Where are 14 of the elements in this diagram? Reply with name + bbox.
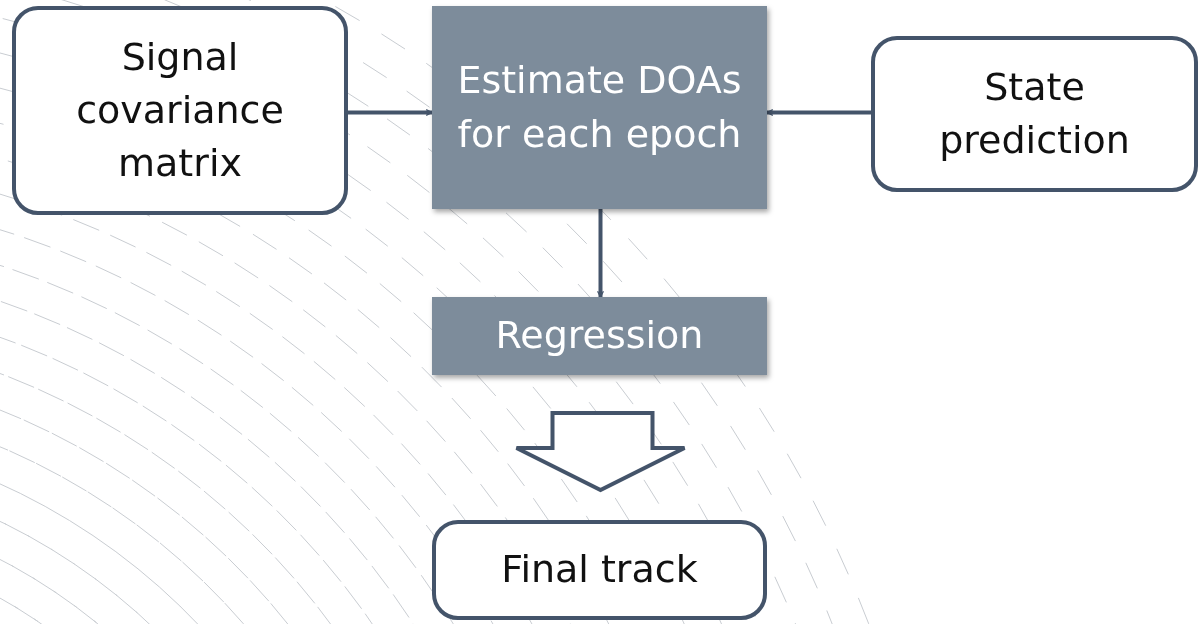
- rounded-box: [871, 36, 1198, 192]
- arrow: [596, 209, 605, 298]
- process-box: [432, 6, 767, 209]
- node-label: Signal covariance matrix: [75, 33, 285, 188]
- node-label: Estimate DOAs for each epoch: [456, 57, 743, 158]
- node-label: Regression: [494, 312, 705, 360]
- process-box: [432, 297, 767, 375]
- rounded-box: [432, 520, 767, 620]
- arrow: [766, 108, 871, 117]
- node-label: State prediction: [938, 63, 1131, 164]
- rounded-box: [12, 6, 348, 215]
- node-label: Final track: [500, 546, 699, 594]
- block-arrow: [514, 411, 687, 493]
- arrow: [348, 108, 433, 117]
